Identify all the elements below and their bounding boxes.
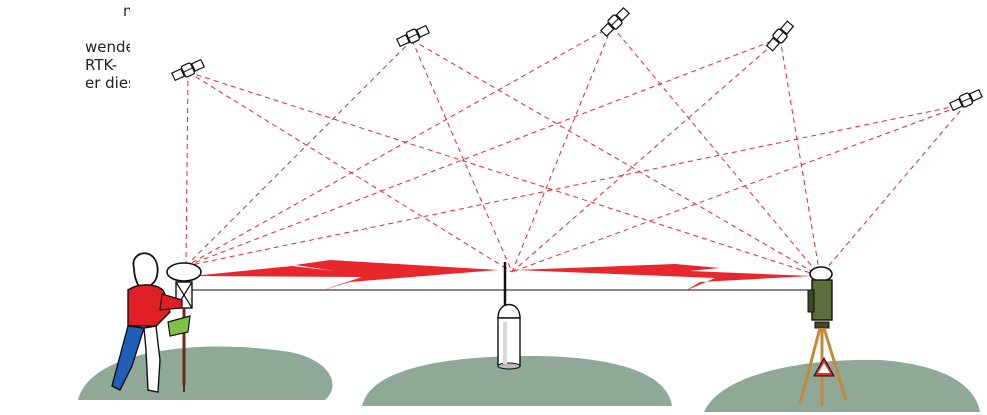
satellite-4: [760, 19, 800, 53]
intro-line-1: n: [123, 2, 130, 20]
satellite-2: [396, 24, 430, 48]
intro-line-3: RTK-: [85, 56, 118, 74]
left-ground-mound: [78, 346, 333, 400]
intro-line-4: er diese: [85, 74, 130, 92]
radio-link-right: [516, 264, 812, 291]
intro-text: n wender RTK- er diese: [0, 2, 130, 92]
satellite-1: [171, 58, 205, 82]
surveyor-person: [111, 252, 191, 393]
reference-station: [497, 262, 521, 370]
intro-line-2: wender: [85, 38, 130, 56]
radio-link-left: [192, 260, 498, 291]
satellite-3: [595, 6, 635, 38]
satellite-5: [949, 88, 983, 112]
center-ground-mound: [362, 356, 672, 406]
total-station: [798, 266, 848, 406]
satellite-signal-lines: [185, 25, 967, 277]
